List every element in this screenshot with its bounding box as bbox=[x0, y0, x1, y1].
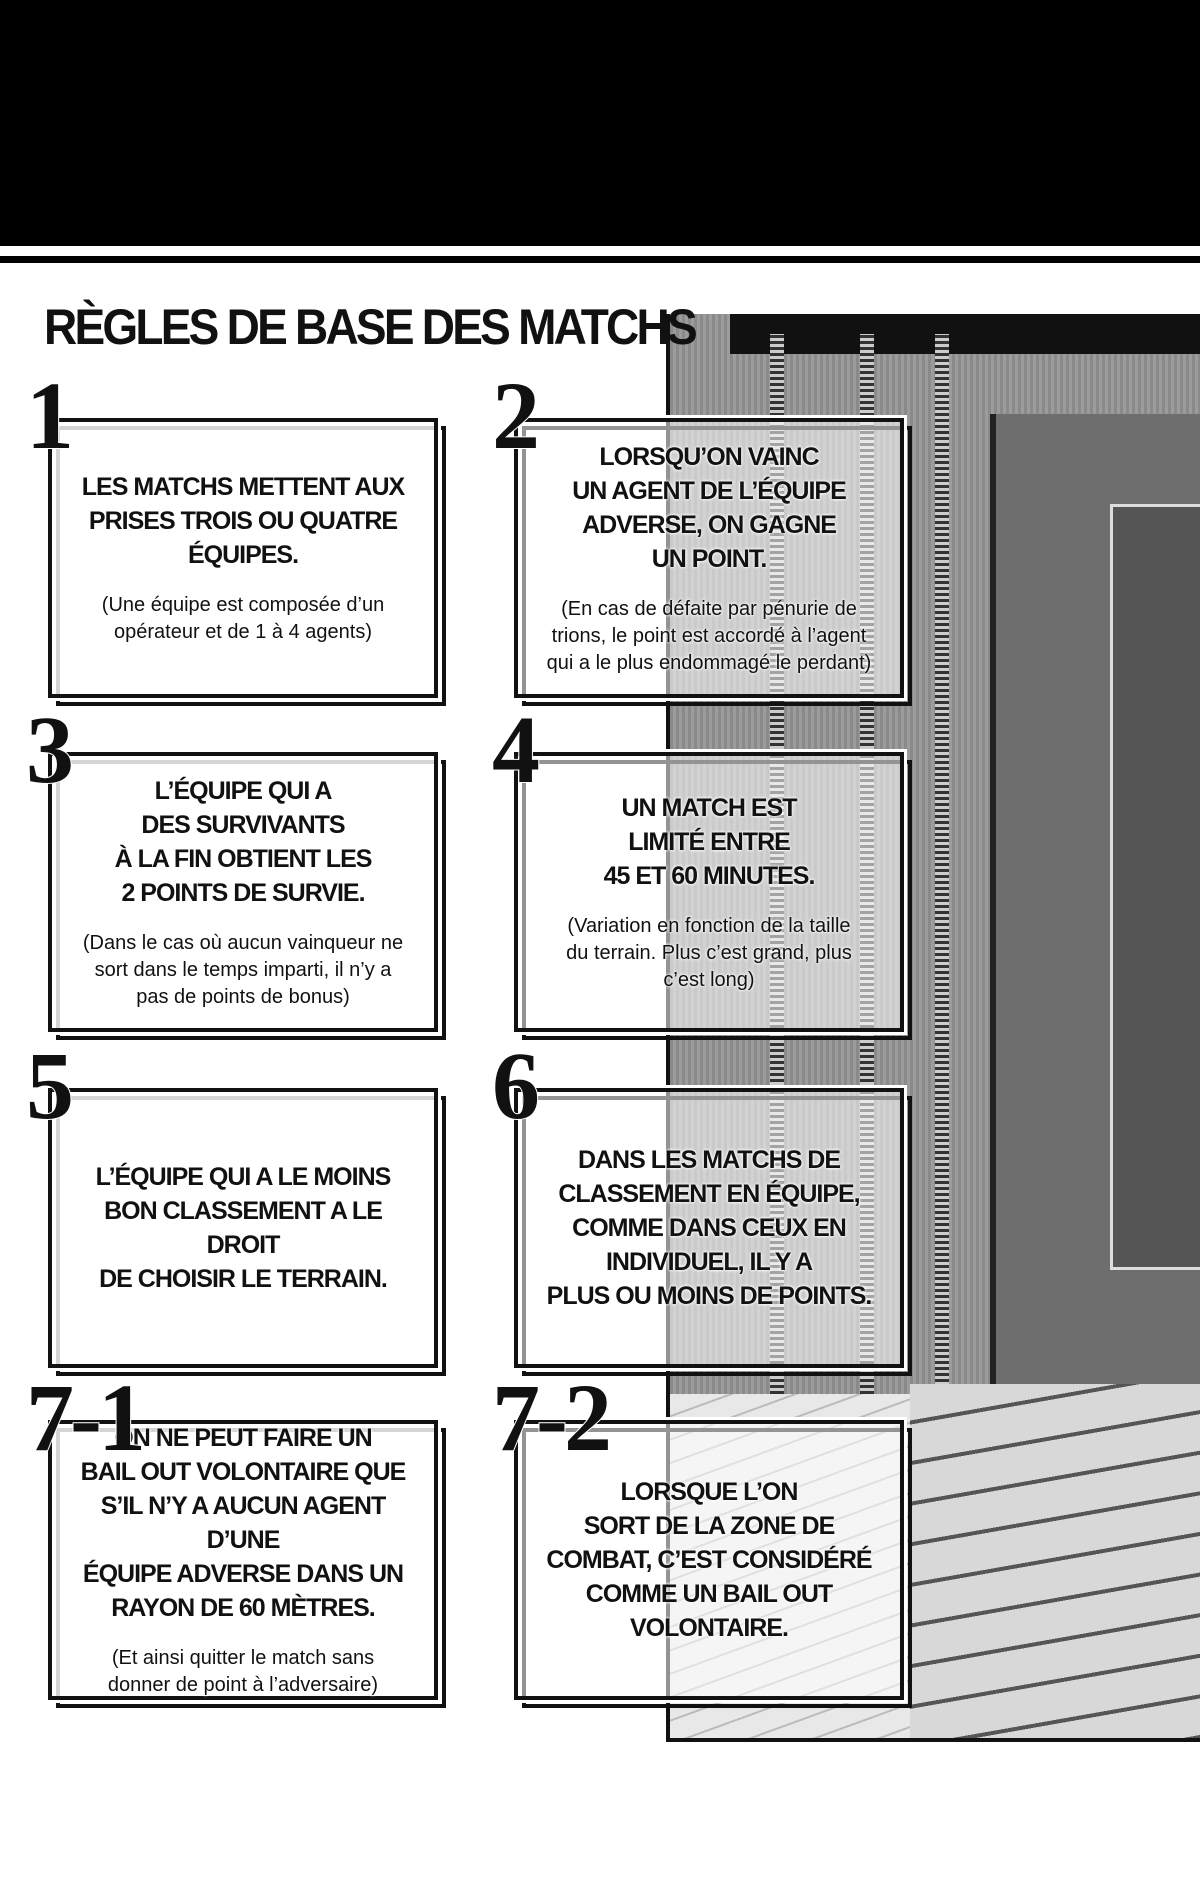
rule-text: LORSQUE L’ON SORT DE LA ZONE DE COMBAT, … bbox=[546, 1478, 872, 1642]
rule-number: 1 bbox=[25, 362, 75, 469]
rule-box-7-1: ON NE PEUT FAIRE UN BAIL OUT VOLONTAIRE … bbox=[25, 1369, 446, 1708]
illustration-audience-seats bbox=[910, 1384, 1200, 1738]
divider-line bbox=[0, 256, 1200, 263]
rule-content: LES MATCHS METTENT AUX PRISES TROIS OU Q… bbox=[45, 415, 441, 701]
rule-content: LORSQUE L’ON SORT DE LA ZONE DE COMBAT, … bbox=[511, 1417, 907, 1703]
rule-number: 7-1 bbox=[25, 1364, 147, 1471]
rule-box-4: UN MATCH EST LIMITÉ ENTRE 45 ET 60 MINUT… bbox=[491, 701, 912, 1040]
rule-text: LORSQU’ON VAINC UN AGENT DE L’ÉQUIPE ADV… bbox=[572, 442, 847, 573]
rule-note: (Dans le cas où aucun vainqueur ne sort … bbox=[82, 931, 404, 1008]
rule-note: (Une équipe est composée d’un opérateur … bbox=[101, 594, 385, 643]
rule-note: (Variation en fonction de la taille du t… bbox=[566, 914, 852, 991]
rule-content: UN MATCH EST LIMITÉ ENTRE 45 ET 60 MINUT… bbox=[511, 749, 907, 1035]
rule-number: 7-2 bbox=[491, 1364, 613, 1471]
rule-text: UN MATCH EST LIMITÉ ENTRE 45 ET 60 MINUT… bbox=[603, 793, 816, 890]
rule-content: ON NE PEUT FAIRE UN BAIL OUT VOLONTAIRE … bbox=[45, 1417, 441, 1703]
page-title: RÈGLES DE BASE DES MATCHS bbox=[44, 299, 698, 355]
rule-content: L’ÉQUIPE QUI A LE MOINS BON CLASSEMENT A… bbox=[45, 1085, 441, 1371]
rule-note: (En cas de défaite par pénurie de trions… bbox=[546, 597, 872, 674]
rule-content: DANS LES MATCHS DE CLASSEMENT EN ÉQUIPE,… bbox=[511, 1085, 907, 1371]
rule-content: LORSQU’ON VAINC UN AGENT DE L’ÉQUIPE ADV… bbox=[511, 415, 907, 701]
rule-text: DANS LES MATCHS DE CLASSEMENT EN ÉQUIPE,… bbox=[546, 1146, 873, 1310]
rule-text: L’ÉQUIPE QUI A LE MOINS BON CLASSEMENT A… bbox=[95, 1163, 392, 1293]
rule-number: 6 bbox=[491, 1032, 541, 1139]
rule-text: LES MATCHS METTENT AUX PRISES TROIS OU Q… bbox=[81, 473, 405, 569]
rule-box-7-2: LORSQUE L’ON SORT DE LA ZONE DE COMBAT, … bbox=[491, 1369, 912, 1708]
rule-number: 5 bbox=[25, 1032, 75, 1139]
rule-box-3: L’ÉQUIPE QUI A DES SURVIVANTS À LA FIN O… bbox=[25, 701, 446, 1040]
illustration-pillar bbox=[935, 334, 949, 1634]
rule-text: ON NE PEUT FAIRE UN BAIL OUT VOLONTAIRE … bbox=[80, 1424, 407, 1622]
rule-number: 4 bbox=[491, 696, 541, 803]
illustration-screen bbox=[1110, 504, 1200, 1270]
rule-box-1: LES MATCHS METTENT AUX PRISES TROIS OU Q… bbox=[25, 367, 446, 706]
manga-illustration-arena bbox=[666, 314, 1200, 1742]
rule-number: 2 bbox=[491, 362, 541, 469]
rule-number: 3 bbox=[25, 696, 75, 803]
rule-box-6: DANS LES MATCHS DE CLASSEMENT EN ÉQUIPE,… bbox=[491, 1037, 912, 1376]
rule-box-2: LORSQU’ON VAINC UN AGENT DE L’ÉQUIPE ADV… bbox=[491, 367, 912, 706]
illustration-roof bbox=[730, 314, 1200, 354]
rule-text: L’ÉQUIPE QUI A DES SURVIVANTS À LA FIN O… bbox=[114, 776, 373, 907]
rule-content: L’ÉQUIPE QUI A DES SURVIVANTS À LA FIN O… bbox=[45, 749, 441, 1035]
rule-box-5: L’ÉQUIPE QUI A LE MOINS BON CLASSEMENT A… bbox=[25, 1037, 446, 1376]
rule-note: (Et ainsi quitter le match sans donner d… bbox=[107, 1647, 379, 1696]
black-top-band bbox=[0, 0, 1200, 246]
